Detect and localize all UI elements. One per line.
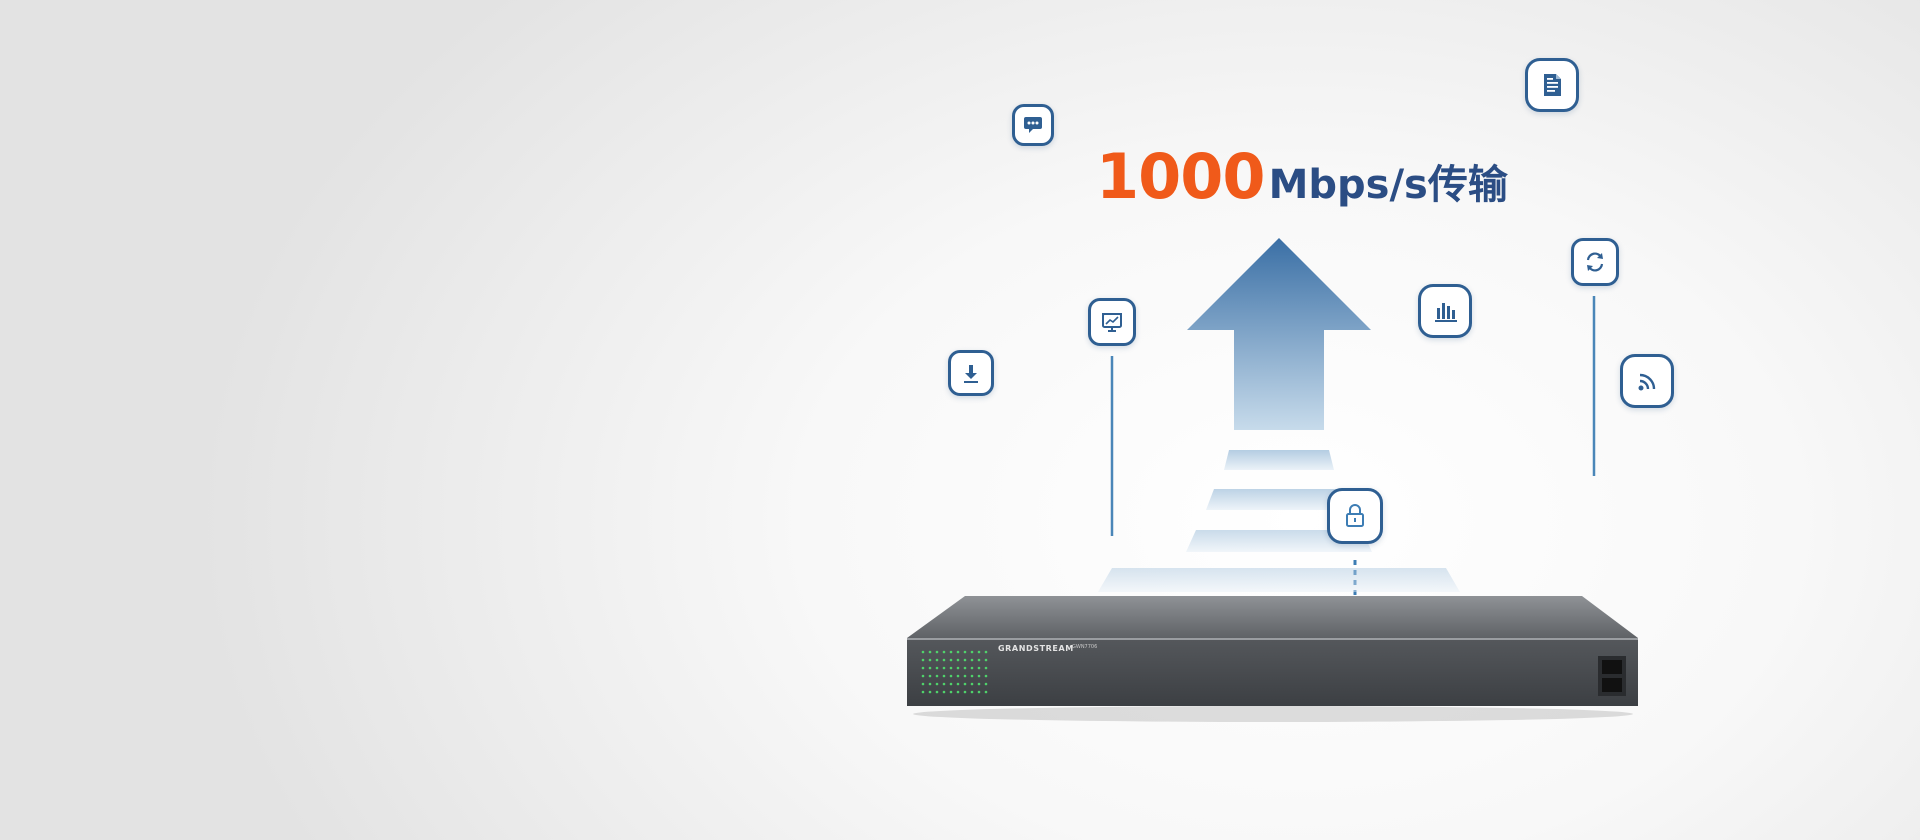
download-icon bbox=[948, 350, 994, 396]
arrow-step-2 bbox=[1206, 489, 1352, 510]
switch-model-label: GWN7706 bbox=[1072, 644, 1098, 650]
chart-icon bbox=[1418, 284, 1472, 338]
lock-icon bbox=[1327, 488, 1383, 544]
headline-speed-number: 1000 bbox=[1096, 140, 1266, 213]
sync-icon bbox=[1571, 238, 1619, 286]
arrow-step-1 bbox=[1224, 450, 1334, 470]
chat-icon bbox=[1012, 104, 1054, 146]
document-icon bbox=[1525, 58, 1579, 112]
switch-body bbox=[907, 596, 1638, 722]
presentation-icon bbox=[1088, 298, 1136, 346]
headline-speed-unit: Mbps/s传输 bbox=[1268, 162, 1508, 208]
arrow-step-4 bbox=[1098, 568, 1460, 592]
wifi-icon bbox=[1620, 354, 1674, 408]
upload-arrow bbox=[1187, 238, 1371, 430]
arrow-step-3 bbox=[1186, 530, 1372, 552]
switch-brand-label: GRANDSTREAM bbox=[998, 644, 1074, 653]
network-switch: GRANDSTREAM GWN7706 bbox=[905, 594, 1640, 724]
